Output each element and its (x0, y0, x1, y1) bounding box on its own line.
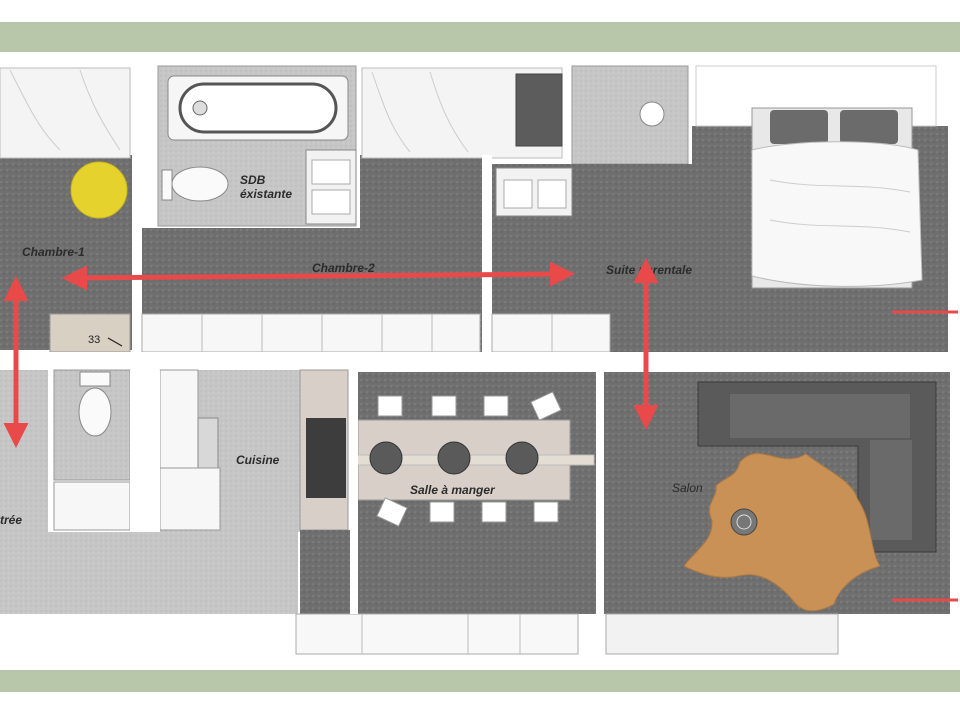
room-label-cuisine: Cuisine (236, 453, 280, 467)
desk (49, 313, 131, 353)
storage-cabinet (53, 481, 131, 531)
room-label-suite: Suite parentale (606, 263, 692, 277)
bottom-cabinets (295, 613, 839, 655)
room-wc (53, 369, 131, 531)
room-label-chambre-2: Chambre-2 (312, 261, 375, 275)
sofa-icon (697, 381, 937, 553)
dining-table-icon (351, 419, 595, 501)
cooktop-icon (306, 418, 346, 498)
room-label-salle: Salle à manger (410, 483, 496, 497)
bed-icon (0, 67, 131, 159)
room-salle-a-manger: Salle à manger (300, 372, 598, 614)
room-label-salon: Salon (672, 481, 703, 495)
room-salon: Salon (604, 372, 950, 614)
wardrobe (141, 313, 481, 353)
room-cuisine: Cuisine (159, 369, 349, 532)
chairs (376, 391, 562, 527)
circulation-arrows (3, 258, 958, 602)
rug-icon (683, 453, 881, 612)
room-chambre-1: 33 (0, 67, 132, 353)
wardrobe (491, 313, 611, 353)
coffee-table-icon (730, 508, 758, 536)
top-band (0, 22, 960, 52)
shower-drain-icon (639, 101, 665, 127)
sink-icon (197, 417, 219, 469)
room-sdb: SDB éxistante (157, 65, 357, 227)
corridor (0, 352, 950, 370)
suite-bathroom (571, 65, 689, 165)
bed-icon (751, 107, 923, 289)
double-headed-arrow (62, 261, 575, 291)
room-label-sdb-2: éxistante (240, 187, 292, 201)
room-label-chambre-1: Chambre-1 (22, 245, 85, 259)
toilet-icon (78, 371, 112, 437)
accent-circle-icon (70, 161, 128, 219)
room-label-sdb: SDB (240, 173, 266, 187)
room-label-entree: trée (0, 513, 22, 527)
bottom-band (0, 670, 960, 692)
room-suite-parentale (491, 65, 948, 353)
handwritten-note: 33 (88, 334, 100, 346)
nightstand (515, 73, 563, 147)
toilet-icon (161, 166, 229, 202)
